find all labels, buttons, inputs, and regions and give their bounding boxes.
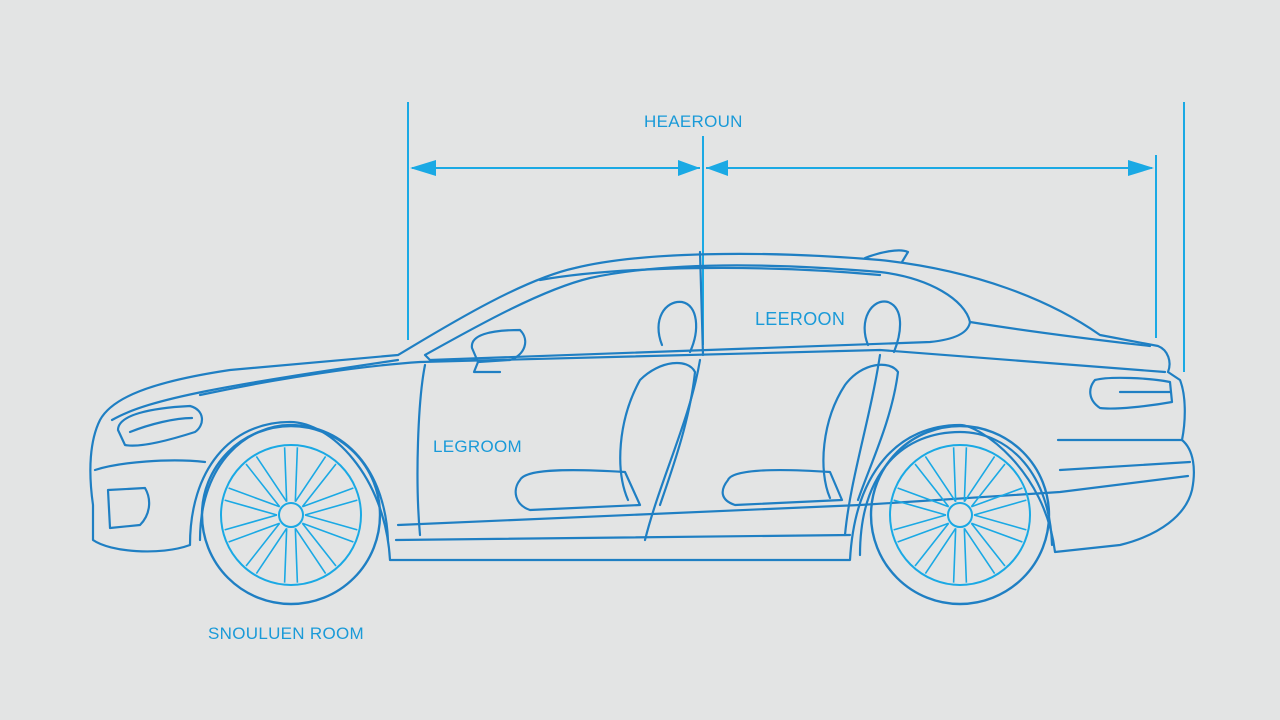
wheel-spoke (304, 499, 358, 516)
wheel-spoke (228, 487, 280, 508)
rear-seat-headrest (863, 300, 902, 354)
wheel-spoke (302, 487, 354, 508)
front-wheel (200, 424, 382, 606)
rear-door-rear-edge (843, 353, 882, 537)
arrowhead-center-left (678, 160, 700, 176)
wheel-spoke (245, 463, 281, 508)
wheel-spoke (924, 456, 957, 503)
wheel-spoke (294, 456, 327, 503)
front-wheel-spokes (224, 447, 358, 583)
rear-wheel-spokes (893, 447, 1027, 583)
wheel-spoke (963, 528, 968, 583)
wheel-spoke (973, 499, 1027, 516)
wheel-spoke (893, 514, 947, 531)
b-pillar (698, 250, 705, 357)
wheel-spoke (897, 487, 949, 508)
front-seat-back (619, 361, 697, 507)
headlight-inner (128, 416, 194, 434)
dimension-lines (407, 102, 1185, 372)
wheel-spoke (301, 463, 337, 508)
tail-light (1089, 376, 1174, 410)
wheel-spoke (304, 514, 358, 531)
wheel-spoke (255, 456, 288, 503)
rear-wheel (869, 424, 1051, 606)
wheel-spoke (301, 522, 337, 567)
wheel-spoke (973, 514, 1027, 531)
front-legroom-label: LEGROOM (433, 437, 523, 456)
mirror-stem (472, 360, 502, 374)
wheel-spoke (970, 463, 1006, 508)
hood-line (110, 358, 400, 422)
wheel-spoke (302, 522, 354, 543)
wheel-spoke (970, 522, 1006, 567)
c-pillar-line (968, 320, 1152, 348)
arrowhead-center-right (706, 160, 728, 176)
wheel-spoke (228, 522, 280, 543)
wheel-spoke (283, 528, 288, 583)
fog-light (106, 486, 151, 530)
wheel-spoke (952, 447, 957, 502)
front-seat-headrest (657, 300, 698, 354)
front-door-rear-edge (643, 358, 702, 542)
wheel-spoke (963, 447, 968, 502)
wheel-spoke (224, 499, 278, 516)
shoulder-room-label: SNOULUEN ROOM (208, 624, 364, 643)
car-body (89, 249, 1195, 562)
wheel-spoke (283, 447, 288, 502)
wheel-spoke (924, 527, 957, 574)
wheel-spoke (224, 514, 278, 531)
wheel-spoke (971, 522, 1023, 543)
wheel-spoke (963, 456, 996, 503)
headroom-label: HEAEROUN (644, 112, 743, 131)
headlight (116, 404, 203, 447)
rear-wheel-arch (858, 430, 1054, 557)
arrowhead-left (410, 160, 436, 176)
wheel-spoke (963, 527, 996, 574)
front-door (416, 363, 427, 537)
wheel-spoke (897, 522, 949, 543)
beltline (198, 348, 1167, 397)
window-top-inner-line (538, 266, 882, 282)
wheel-spoke (893, 499, 947, 516)
arrowhead-right (1128, 160, 1154, 176)
front-bumper-line (93, 459, 207, 472)
rear-lower-line (1058, 460, 1192, 472)
rear-legroom-label: LEEROON (755, 309, 846, 329)
wheel-spoke (914, 463, 950, 508)
wheel-spoke (294, 447, 299, 502)
wheel-spoke (294, 527, 327, 574)
wheel-spoke (971, 487, 1023, 508)
wheel-spoke (952, 528, 957, 583)
wheel-spoke (294, 528, 299, 583)
spoiler (863, 249, 910, 264)
side-sill-line (394, 533, 852, 542)
rear-seat-back (822, 363, 900, 502)
lower-side-line (396, 474, 1190, 527)
rear-seat-cushion (721, 469, 844, 507)
front-seat-cushion (514, 469, 642, 512)
wheel-spoke (245, 522, 281, 567)
wheel-spoke (255, 527, 288, 574)
wheel-spoke (914, 522, 950, 567)
window-outline (423, 264, 972, 362)
side-mirror (470, 328, 527, 364)
